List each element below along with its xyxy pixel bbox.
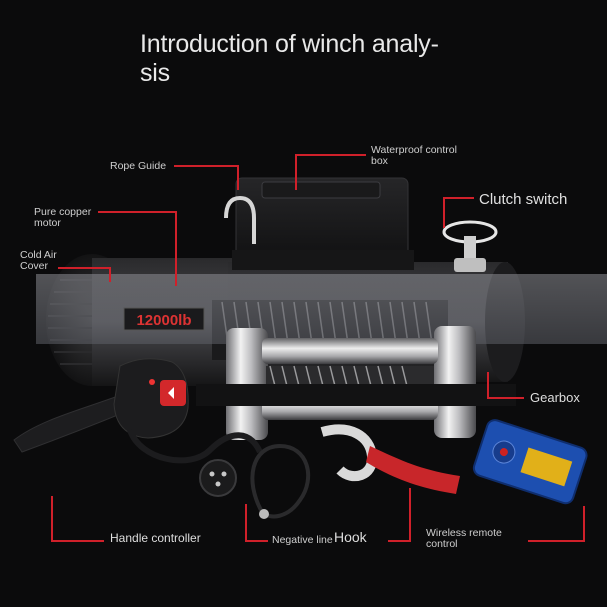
- capacity-badge: [123, 307, 205, 331]
- capacity-badge-text: 12000lb: [136, 312, 191, 329]
- highlight-band: [36, 274, 607, 344]
- roller-fairlead-part: [226, 326, 476, 440]
- label-pure-copper-line-1: Pure copper: [34, 206, 92, 218]
- label-waterproof-line-2: box: [371, 155, 388, 167]
- label-wireless-line-2: control: [426, 538, 458, 550]
- wireless-remote-part: [472, 419, 588, 505]
- page-title: Introduction of winch analy- sis: [140, 30, 480, 88]
- label-clutch-switch: Clutch switch: [479, 191, 568, 208]
- rope-guide-hanger: [224, 195, 256, 244]
- callout-lines: [51, 154, 585, 542]
- label-wireless-remote-control: Wireless remote control: [426, 528, 502, 550]
- label-pure-copper-line-2: motor: [34, 217, 61, 229]
- label-wireless-line-1: Wireless remote: [426, 527, 502, 539]
- title-line-2: sis: [140, 59, 170, 87]
- label-cold-air-line-2: Cover: [20, 260, 49, 272]
- label-pure-copper-motor: Pure copper motor: [34, 207, 91, 229]
- label-waterproof-control-box: Waterproof control box: [371, 145, 457, 167]
- clutch-switch-part: [442, 220, 498, 272]
- negative-line-part: [250, 443, 311, 519]
- label-gearbox: Gearbox: [530, 390, 580, 405]
- label-negative-line: Negative line: [272, 534, 333, 546]
- label-cold-air-cover: Cold Air Cover: [20, 250, 57, 272]
- label-cold-air-line-1: Cold Air: [20, 249, 57, 261]
- handle-controller-part: [13, 358, 263, 497]
- label-rope-guide: Rope Guide: [110, 160, 167, 172]
- label-hook: Hook: [334, 529, 367, 545]
- waterproof-control-box-part: [232, 177, 414, 270]
- hook-part: [320, 424, 460, 494]
- label-handle-controller: Handle controller: [110, 531, 201, 545]
- label-waterproof-line-1: Waterproof control: [371, 144, 457, 156]
- title-line-1: Introduction of winch analy-: [140, 30, 439, 58]
